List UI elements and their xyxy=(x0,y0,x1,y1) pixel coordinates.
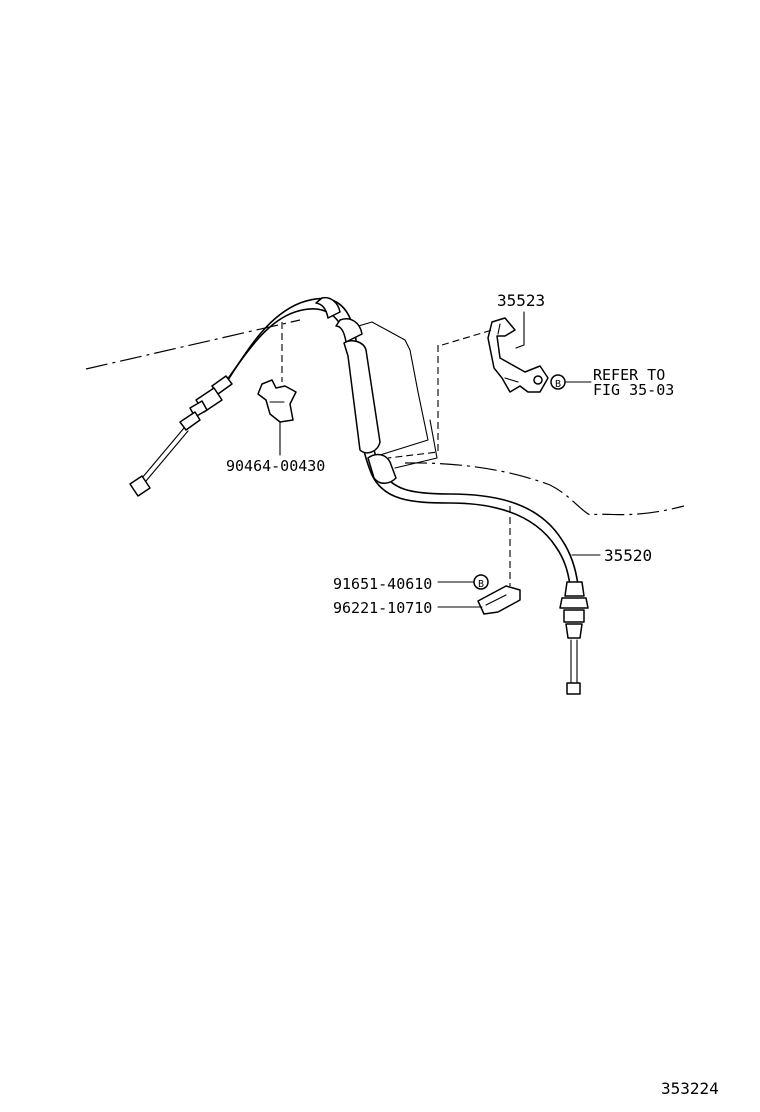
bolt-symbol-lower: B xyxy=(473,574,489,590)
leader-lines xyxy=(279,311,601,608)
parking-brake-cable xyxy=(129,296,589,695)
label-refer-line2: FIG 35-03 xyxy=(593,381,674,399)
label-35520: 35520 xyxy=(604,546,652,565)
bracket-35523 xyxy=(487,317,549,393)
figure-number: 353224 xyxy=(661,1079,719,1098)
bolt-symbol-lower-text: B xyxy=(478,579,484,590)
label-96221-10710: 96221-10710 xyxy=(333,599,432,617)
assembly-guides xyxy=(281,322,511,586)
clamp-96221 xyxy=(477,585,521,615)
label-91651-40610: 91651-40610 xyxy=(333,575,432,593)
label-90464-00430: 90464-00430 xyxy=(226,457,325,475)
bolt-symbol-upper-text: B xyxy=(555,379,561,390)
label-refer-line1: REFER TO xyxy=(593,366,665,384)
bolt-symbol-upper: B xyxy=(550,374,566,390)
label-35523: 35523 xyxy=(497,291,545,310)
clamp-90464 xyxy=(257,379,297,423)
body-panel-outline xyxy=(85,319,685,516)
heat-shield xyxy=(344,321,438,469)
